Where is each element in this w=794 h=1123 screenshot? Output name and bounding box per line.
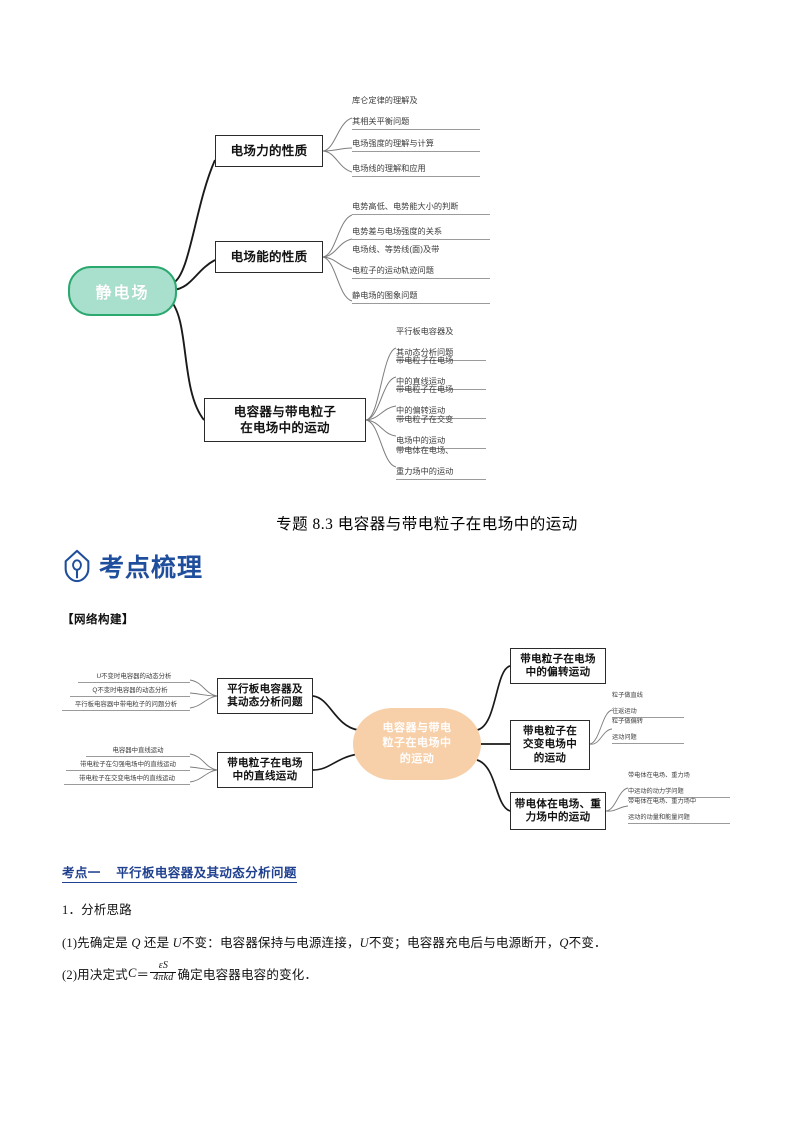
mindmap-branch-electric-force[interactable]: 电场力的性质 (215, 135, 323, 167)
mid-leaf-momentum-energy[interactable]: 带电体在电场、重力场中运动的动量和能量问题 (628, 798, 730, 824)
math-var-q: Q (131, 936, 141, 950)
leaf-alternating-field[interactable]: 带电粒子在交变电场中的运动 (396, 415, 486, 449)
leaf-linear-motion[interactable]: 带电粒子在电场中的直线运动 (396, 356, 486, 390)
page-title: 专题 8.3 电容器与带电粒子在电场中的运动 (276, 516, 578, 533)
mindmap-branch-electric-energy[interactable]: 电场能的性质 (215, 241, 323, 273)
math-var-q: Q (559, 936, 569, 950)
mid-leaf-capacitor-linear[interactable]: 电容器中直线运动 (86, 746, 190, 757)
mid-node-linear-motion[interactable]: 带电粒子在电场中的直线运动 (217, 752, 313, 788)
leaf-potential-judgement[interactable]: 电势高低、电势能大小的判断 (352, 199, 490, 215)
mid-node-parallel-plate[interactable]: 平行板电容器及其动态分析问题 (217, 678, 313, 714)
node-label: 带电粒子在交变电场中的运动 (523, 724, 577, 764)
leaf-electrostatic-graphs[interactable]: 静电场的图象问题 (352, 288, 490, 304)
node-label: 带电粒子在电场中的偏转运动 (520, 652, 596, 678)
mid-root-label: 电容器与带电粒子在电场中的运动 (382, 721, 452, 765)
pen-nib-icon (64, 549, 90, 583)
text-fragment: 确定电容器电容的变化． (177, 967, 318, 982)
mid-leaf-dynamics-problem[interactable]: 带电体在电场、重力场中运动的动力学问题 (628, 772, 730, 798)
node-label: 带电粒子在电场中的直线运动 (227, 756, 303, 782)
body-item-2: (1)先确定是 Q 还是 U不变：电容器保持与电源连接，U不变；电容器充电后与电… (62, 932, 607, 951)
mid-node-alternating-field[interactable]: 带电粒子在交变电场中的运动 (510, 720, 590, 770)
mid-leaf-u-constant[interactable]: U不变时电容器的动态分析 (78, 672, 190, 683)
text-fragment: (1)先确定是 (62, 936, 132, 950)
mid-node-deflection-motion[interactable]: 带电粒子在电场中的偏转运动 (510, 648, 606, 684)
math-equals: ＝ (136, 967, 150, 982)
fraction-numerator: εS (158, 960, 169, 971)
mid-leaf-q-constant[interactable]: Q不变时电容器的动态分析 (70, 686, 190, 697)
mid-leaf-uniform-linear[interactable]: 带电粒子在匀强电场中的直线运动 (66, 760, 190, 771)
leaf-equipotential-trajectory[interactable]: 电场线、等势线(面)及带电粒子的运动轨迹问题 (352, 245, 490, 279)
leaf-field-strength[interactable]: 电场强度的理解与计算 (352, 136, 480, 152)
mindmap-root-node[interactable]: 静电场 (68, 266, 177, 316)
math-var-u: U (359, 936, 369, 950)
text-fragment: 不变；电容器充电后与电源断开， (368, 936, 560, 950)
leaf-coulomb-law[interactable]: 库仑定律的理解及其相关平衡问题 (352, 96, 480, 130)
leaf-potential-difference[interactable]: 电势差与电场强度的关系 (352, 224, 490, 240)
text-fragment: 还是 (140, 936, 173, 950)
mid-leaf-straight-back-forth[interactable]: 粒子做直线往返运动 (612, 692, 684, 718)
node-label: 带电体在电场、重力场中的运动 (514, 797, 602, 823)
kaodian-heading: 考点一 平行板电容器及其动态分析问题 (62, 862, 297, 883)
mid-leaf-deflection-problem[interactable]: 粒子做偏转运动问题 (612, 718, 684, 744)
body-item-1: 1．分析思路 (62, 903, 132, 917)
section-header: 考点梳理 (62, 548, 203, 584)
mid-leaf-alternating-linear[interactable]: 带电粒子在交变电场中的直线运动 (64, 774, 190, 785)
mindmap-capacitor-overview: 电容器与带电粒子在电场中的运动 平行板电容器及其动态分析问题 带电粒子在电场中的… (0, 630, 794, 850)
mid-root-node[interactable]: 电容器与带电粒子在电场中的运动 (353, 708, 481, 780)
math-var-u: U (172, 936, 182, 950)
leaf-parallel-plate[interactable]: 平行板电容器及其动态分析问题 (396, 327, 486, 361)
branch-label-line1: 电容器与带电粒子在电场中的运动 (233, 405, 337, 435)
fraction-denominator: 4πkd (150, 971, 177, 984)
math-var-c: C (127, 965, 137, 980)
mindmap-electrostatics: 静电场 电场力的性质 电场能的性质 电容器与带电粒子在电场中的运动 库仑定律的理… (0, 0, 794, 500)
leaf-gravity-field[interactable]: 带电体在电场、重力场中的运动 (396, 446, 486, 480)
text-fragment: 不变． (568, 936, 607, 950)
leaf-field-lines[interactable]: 电场线的理解和应用 (352, 161, 480, 177)
node-label: 平行板电容器及其动态分析问题 (227, 682, 303, 708)
mindmap-branch-capacitor-motion[interactable]: 电容器与带电粒子在电场中的运动 (204, 398, 366, 442)
network-construction-heading: 【网络构建】 (62, 614, 134, 626)
mid-leaf-particle-analysis[interactable]: 平行板电容器中带电粒子的问题分析 (62, 700, 190, 711)
text-fragment: 不变：电容器保持与电源连接， (181, 936, 360, 950)
section-header-label: 考点梳理 (99, 554, 204, 582)
text-fragment: (2)用决定式 (62, 967, 128, 982)
leaf-deflection-motion[interactable]: 带电粒子在电场中的偏转运动 (396, 385, 486, 419)
mid-node-gravity-field[interactable]: 带电体在电场、重力场中的运动 (510, 792, 606, 830)
